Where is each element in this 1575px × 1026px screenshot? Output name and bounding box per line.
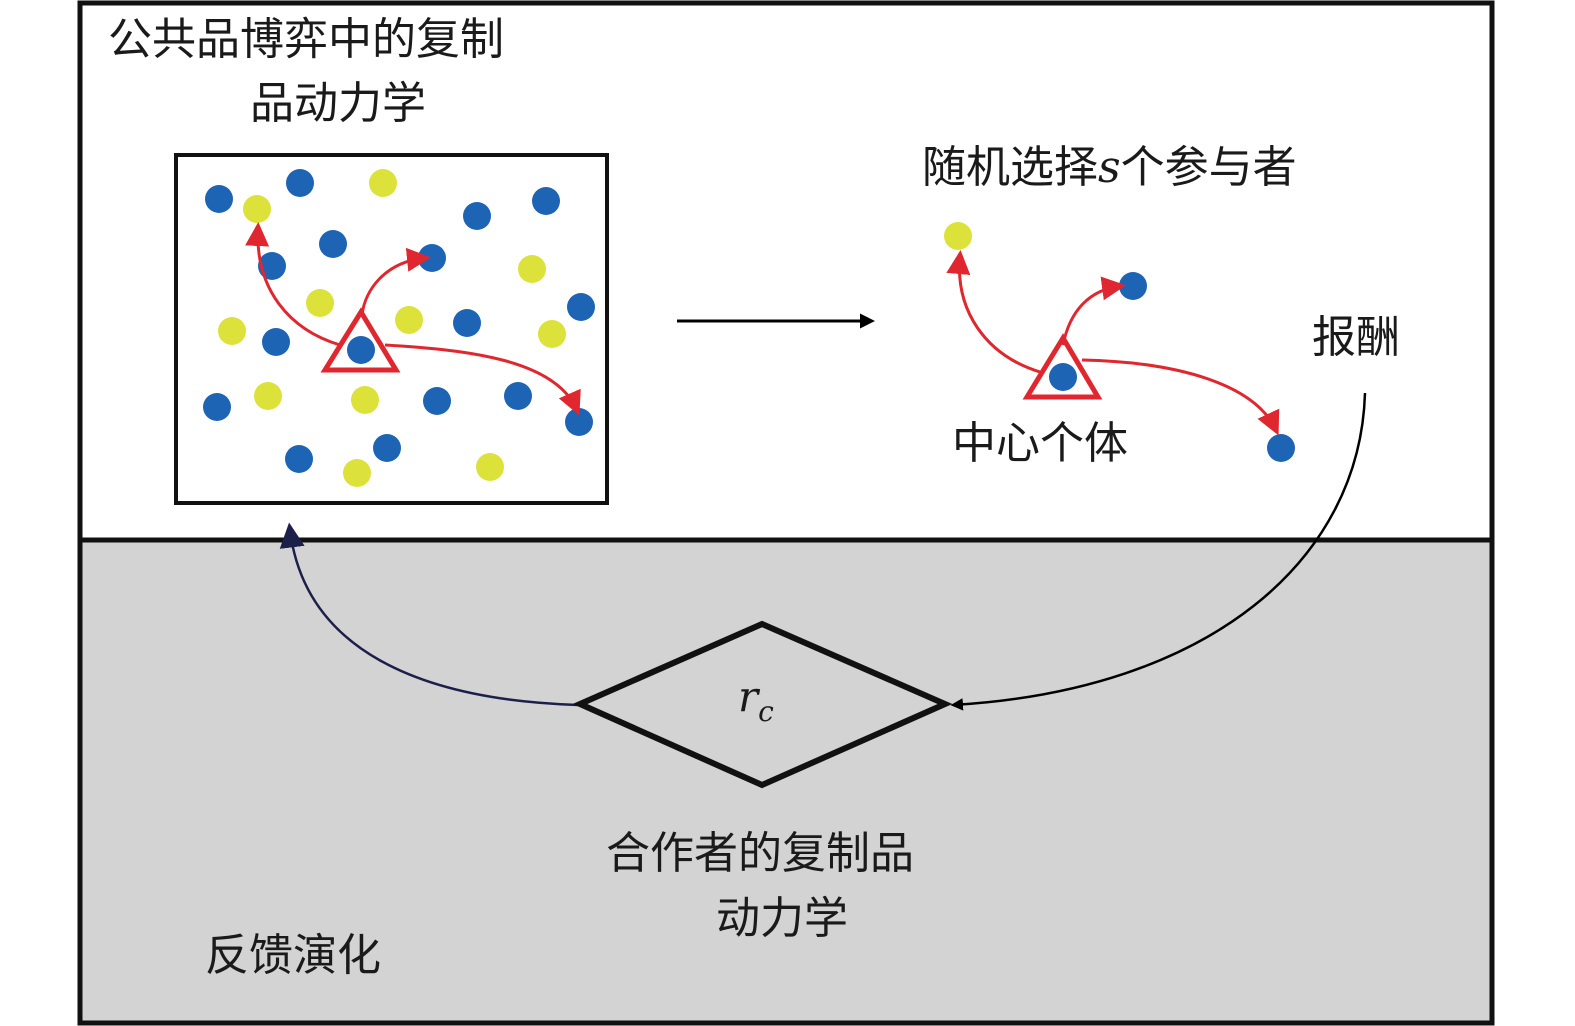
selection-prefix: 随机选择: [922, 142, 1098, 193]
yellow-individual-dot: [243, 195, 271, 223]
blue-individual-dot: [463, 202, 491, 230]
focal-individual-triangle: [320, 307, 401, 373]
blue-individual-dot: [453, 309, 481, 337]
yellow-individual-dot: [218, 317, 246, 345]
blue-individual-dot: [567, 293, 595, 321]
blue-individual-dot: [504, 382, 532, 410]
yellow-individual-dot: [538, 320, 566, 348]
yellow-individual-dot: [518, 255, 546, 283]
selected-yellow-participant: [944, 222, 972, 250]
rc-symbol: r: [738, 672, 759, 721]
title-line1: 公共品博弈中的复制: [108, 14, 504, 65]
group-arrow-up: [1061, 276, 1126, 346]
rc-label: rc: [738, 672, 774, 728]
center-individual-dot: [1049, 363, 1077, 391]
title-line2: 品动力学: [250, 78, 426, 129]
yellow-individual-dot: [343, 459, 371, 487]
focal-individual-dot: [347, 336, 375, 364]
rc-diamond: [572, 620, 953, 789]
payoff-arrow: [950, 392, 1367, 711]
yellow-individual-dot: [254, 382, 282, 410]
interaction-arrow-right: [384, 343, 581, 416]
interaction-arrow-up: [360, 247, 431, 316]
center-individual-label: 中心个体: [952, 418, 1128, 469]
blue-individual-dot: [373, 434, 401, 462]
rc-subscript: c: [758, 695, 774, 728]
blue-individual-dot: [285, 445, 313, 473]
yellow-individual-dot: [369, 169, 397, 197]
blue-individual-dot: [203, 393, 231, 421]
yellow-individual-dot: [476, 453, 504, 481]
selection-symbol: s: [1098, 142, 1121, 193]
blue-individual-dot: [286, 169, 314, 197]
selection-suffix: 个参与者: [1120, 142, 1297, 193]
selected-blue-participant-bottom: [1267, 434, 1295, 462]
blue-individual-dot: [319, 230, 347, 258]
interaction-arrow-left: [245, 222, 341, 347]
population-dots: [203, 169, 595, 487]
group-arrow-right: [1081, 358, 1280, 436]
blue-individual-dot: [565, 408, 593, 436]
selection-label: 随机选择s个参与者: [922, 142, 1297, 195]
cooperator-label-line1: 合作者的复制品: [606, 828, 914, 879]
group-arrow-left: [946, 250, 1041, 374]
bottom-panel: [77, 537, 1495, 1026]
feedback-label: 反馈演化: [205, 930, 381, 981]
selected-blue-participant-top: [1119, 272, 1147, 300]
blue-individual-dot: [532, 187, 560, 215]
yellow-individual-dot: [306, 289, 334, 317]
blue-individual-dot: [262, 328, 290, 356]
cooperator-label-line2: 动力学: [716, 893, 848, 944]
payoff-label: 报酬: [1312, 312, 1400, 363]
blue-individual-dot: [205, 185, 233, 213]
blue-individual-dot: [258, 252, 286, 280]
yellow-individual-dot: [395, 306, 423, 334]
blue-individual-dot: [423, 387, 451, 415]
center-individual-triangle: [1022, 333, 1103, 400]
yellow-individual-dot: [351, 386, 379, 414]
feedback-arrow: [279, 522, 579, 707]
